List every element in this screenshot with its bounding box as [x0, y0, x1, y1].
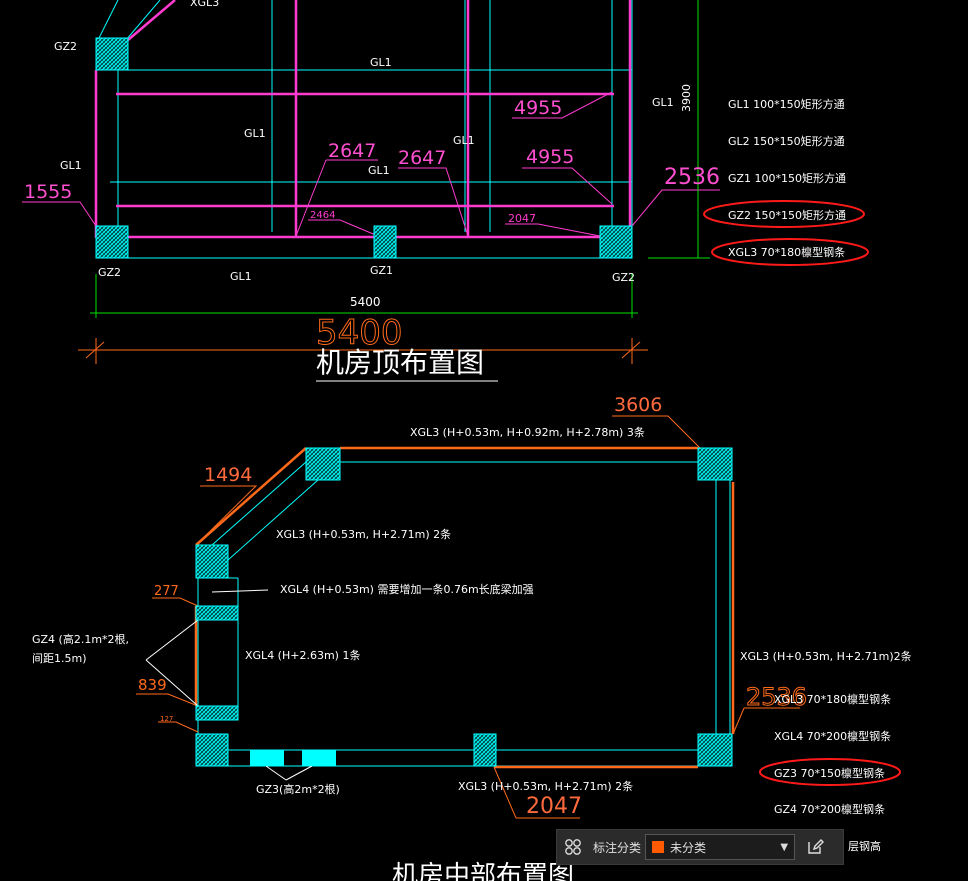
column-gz1	[373, 225, 397, 259]
dim-2647-b: 2647	[398, 147, 446, 169]
dim-4955-b: 4955	[526, 146, 574, 168]
label-xgl4-upper: XGL4 (H+0.53m) 需要增加一条0.76m长底梁加强	[280, 582, 534, 596]
category-color-swatch	[652, 841, 665, 853]
label-gz3-note: GZ3(高2m*2根)	[256, 782, 340, 796]
label-xgl3-diag: XGL3 (H+0.53m, H+2.71m) 2条	[276, 527, 451, 541]
label-xgl3-right: XGL3 (H+0.53m, H+2.71m)2条	[740, 649, 912, 663]
grid-icon[interactable]	[557, 831, 589, 863]
top-green-dims	[90, 0, 710, 318]
label-gz4-note-2: 间距1.5m)	[32, 652, 87, 665]
bottom-note-leaders	[145, 589, 313, 781]
column-b-bl	[195, 733, 229, 767]
legend-top-item-4: GZ2 150*150矩形方通	[728, 208, 846, 222]
label-gl1-mid2: GL1	[453, 134, 475, 147]
label-gl1-bottom: GL1	[230, 270, 252, 283]
legend-top: GL1 100*150矩形方通 GL2 150*150矩形方通 GZ1 100*…	[703, 97, 869, 266]
label-xgl3-bottom: XGL3 (H+0.53m, H+2.71m) 2条	[458, 779, 633, 793]
dim-2647-a: 2647	[328, 140, 376, 162]
highlight-ellipse-xgl3	[711, 238, 869, 266]
legend-bottom-item-2: XGL4 70*200檩型钢条	[774, 729, 891, 743]
dim-4955-a: 4955	[514, 97, 562, 119]
column-b-br	[697, 733, 733, 767]
legend-bottom-item-5: 层钢高	[848, 839, 881, 853]
column-b-tl	[305, 447, 341, 481]
top-grid-lines	[97, 0, 633, 259]
label-gz2-top: GZ2	[54, 40, 77, 53]
category-select-value: 未分类	[670, 840, 707, 855]
bottom-cyan-walls	[197, 447, 731, 767]
legend-top-item-1: GL1 100*150矩形方通	[728, 97, 845, 111]
annotation-category-label: 标注分类	[593, 840, 642, 855]
legend-bottom: XGL3 70*180檩型钢条 XGL4 70*200檩型钢条 GZ3 70*1…	[759, 692, 901, 853]
dim-1555: 1555	[24, 181, 72, 203]
legend-top-item-2: GL2 150*150矩形方通	[728, 134, 845, 148]
label-3900: 3900	[680, 84, 693, 112]
dim-2536-bottom: 2536	[746, 683, 807, 711]
top-plan-title: 机房顶布置图	[316, 346, 484, 379]
label-xgl3-top: XGL3	[190, 0, 219, 9]
highlight-ellipse-gz3	[759, 758, 901, 786]
edit-icon[interactable]	[799, 831, 831, 863]
label-gl1-mid1: GL1	[244, 127, 266, 140]
dim-2464: 2464	[310, 210, 335, 221]
column-gz2-bl	[95, 225, 129, 259]
column-b-left-top	[195, 544, 229, 579]
dim-277: 277	[154, 584, 179, 599]
bottom-plan-title: 机房中部布置图	[392, 861, 574, 881]
column-b-bottom-mid	[473, 733, 497, 767]
label-gz1-bottom: GZ1	[370, 264, 393, 277]
bottom-orange-beams	[194, 446, 735, 769]
column-b-tr	[697, 447, 733, 481]
chevron-down-icon: ▼	[780, 841, 789, 853]
dim-2536-top: 2536	[664, 165, 720, 190]
highlight-ellipse-gz2	[703, 200, 865, 228]
bottom-plan: XGL3 (H+0.53m, H+0.92m, H+2.78m) 3条 XGL3…	[32, 394, 912, 881]
label-gl1-top: GL1	[370, 56, 392, 69]
label-gz4-note-1: GZ4 (高2.1m*2根,	[32, 632, 129, 646]
annotation-toolbar: 标注分类 未分类 ▼	[556, 829, 844, 865]
label-5400: 5400	[350, 295, 381, 309]
column-gz3-a	[250, 750, 284, 766]
ghost-dim-5400: 5400	[316, 313, 403, 353]
label-gl1-center: GL1	[368, 164, 390, 177]
top-plan: XGL3 GZ2 GL1 GL1 GL1 GL1 GL1 GL1 GZ2 GL1…	[22, 0, 720, 382]
column-b-gz4-lower	[195, 705, 239, 721]
dim-2047-top: 2047	[508, 212, 536, 225]
dim-2047-bottom: 2047	[526, 794, 582, 819]
dim-127: 127	[160, 715, 173, 723]
top-orange-dim	[78, 338, 648, 364]
label-gl1-left: GL1	[60, 159, 82, 172]
legend-bottom-item-1: XGL3 70*180檩型钢条	[774, 692, 891, 706]
column-gz2-br	[599, 225, 633, 259]
legend-bottom-item-4: GZ4 70*200檩型钢条	[774, 802, 885, 816]
column-gz3-b	[302, 750, 336, 766]
legend-bottom-item-3: GZ3 70*150檩型钢条	[774, 766, 885, 780]
annotation-category-select[interactable]: 未分类 ▼	[645, 834, 796, 860]
label-xgl4-lower: XGL4 (H+2.63m) 1条	[245, 648, 360, 662]
top-dim-leaders	[22, 91, 720, 237]
bottom-dim-leaders	[136, 415, 800, 819]
legend-top-item-5: XGL3 70*180檩型钢条	[728, 245, 845, 259]
dim-1494: 1494	[204, 464, 252, 486]
dim-839: 839	[138, 676, 167, 694]
label-gl1-right: GL1	[652, 96, 674, 109]
label-gz2-br: GZ2	[612, 271, 635, 284]
label-gz2-bl: GZ2	[98, 266, 121, 279]
label-xgl3-top-beam: XGL3 (H+0.53m, H+0.92m, H+2.78m) 3条	[410, 425, 645, 439]
legend-top-item-3: GZ1 100*150矩形方通	[728, 171, 846, 185]
column-gz2-top	[95, 37, 129, 71]
column-b-gz4-upper	[195, 605, 239, 621]
dim-3606: 3606	[614, 394, 662, 416]
top-magenta-beams	[94, 0, 632, 239]
